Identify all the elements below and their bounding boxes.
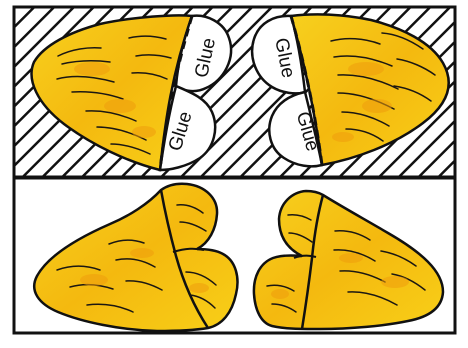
- top-panel: Glue Glue Glu: [14, 7, 455, 177]
- bottom-panel: [14, 178, 455, 333]
